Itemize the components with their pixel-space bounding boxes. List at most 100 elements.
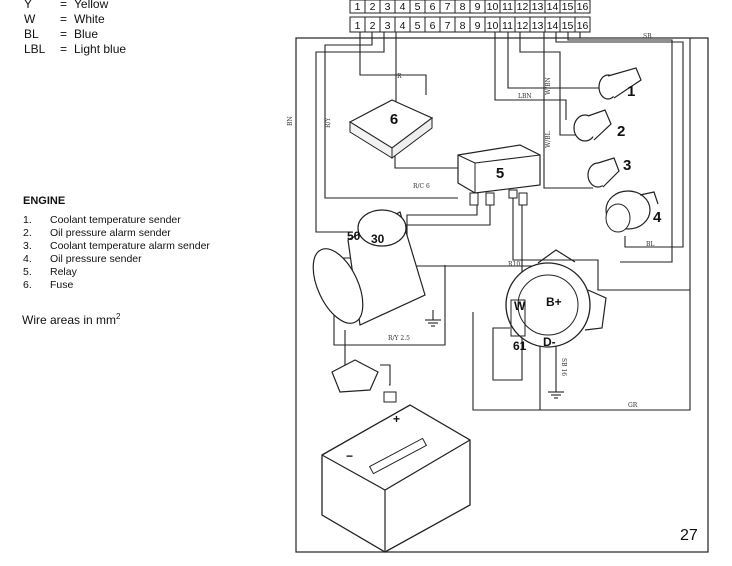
wire-code-ry: R/Y <box>325 116 332 128</box>
ground-symbol-starter <box>425 310 441 327</box>
wire-r <box>359 32 427 95</box>
alternator-terminal-bplus: B+ <box>546 295 562 309</box>
terminal-label: 5 <box>415 1 421 13</box>
terminal-label: 13 <box>532 20 544 32</box>
terminal-label: 1 <box>355 20 361 32</box>
terminal-label: 15 <box>562 1 574 13</box>
terminal-label: 15 <box>562 20 574 32</box>
terminal-label: 14 <box>547 20 559 32</box>
sender-number: 1 <box>627 83 635 100</box>
fuse-number: 6 <box>390 111 398 128</box>
wire-fuse-relay <box>394 150 458 169</box>
list-item: 6.Fuse <box>23 279 74 291</box>
terminal-label: 4 <box>400 20 406 32</box>
wire-ry <box>324 32 458 199</box>
terminal-label: 13 <box>532 1 544 13</box>
wire-battery-plus <box>380 364 391 386</box>
wire-ground <box>472 312 540 411</box>
wire-bn <box>315 32 385 233</box>
alternator-terminal-dminus: D- <box>543 335 556 349</box>
starter-terminal-30: 30 <box>371 232 385 246</box>
wire-codes: BN R/Y R LBN W/BN W/BL SB R/C 6 R10 R/Y … <box>287 33 654 409</box>
sender-number: 2 <box>617 123 625 140</box>
terminal-label: 10 <box>487 1 499 13</box>
terminal-label: 3 <box>385 20 391 32</box>
terminal-label: 6 <box>430 1 436 13</box>
wire-sb <box>555 32 684 248</box>
sender-3: 3 <box>587 157 631 188</box>
terminal-label: 14 <box>547 1 559 13</box>
wire-wbl <box>519 32 582 136</box>
list-item: 4.Oil pressure sender <box>23 253 142 265</box>
terminal-label: 9 <box>475 1 481 13</box>
starter-motor: 50 30 <box>312 209 426 326</box>
relay: 5 <box>457 144 541 206</box>
wire-code-bn: BN <box>287 116 294 126</box>
legend-row: W=White <box>24 12 105 26</box>
terminal-label: 7 <box>445 1 451 13</box>
terminal-label: 11 <box>502 20 513 32</box>
terminal-cell <box>574 0 591 14</box>
starter-terminal-50: 50 <box>347 229 361 243</box>
terminal-label: 11 <box>502 1 513 13</box>
wire-code-lbn: LBN <box>518 93 532 100</box>
battery: + − <box>321 404 471 553</box>
terminal-label: 8 <box>460 1 466 13</box>
wire-code-r10: R10 <box>508 261 520 268</box>
terminal-label: 6 <box>430 20 436 32</box>
ground-symbol-alternator <box>548 380 564 399</box>
wire-wbn <box>507 32 601 89</box>
alternator: W B+ D- 61 <box>505 249 607 353</box>
terminal-label: 4 <box>400 1 406 13</box>
fuse: 6 <box>348 99 434 159</box>
terminal-label: 1 <box>355 1 361 13</box>
diagram-frame <box>295 37 709 553</box>
list-item: 5.Relay <box>23 266 77 278</box>
legend-row: BL=Blue <box>24 27 99 41</box>
sender-number: 3 <box>623 157 631 174</box>
sender-4: 4 <box>605 190 662 233</box>
wire-code-sb16: SB 16 <box>560 358 567 376</box>
wire-rc6 <box>406 205 478 240</box>
battery-minus-terminal: − <box>346 449 353 463</box>
terminal-label: 12 <box>517 1 529 13</box>
wire-code-bl: BL <box>646 241 654 248</box>
terminal-label: 10 <box>487 20 499 32</box>
sender-2: 2 <box>573 109 625 142</box>
legend-row: Y=Yellow <box>24 0 109 11</box>
list-item: 1.Coolant temperature sender <box>23 214 181 226</box>
wire-code-gr: GR <box>628 402 638 409</box>
sender-number: 4 <box>653 209 662 226</box>
terminal-label: 2 <box>370 20 376 32</box>
terminal-label: 12 <box>517 20 529 32</box>
terminal-label: 7 <box>445 20 451 32</box>
terminal-label: 3 <box>385 1 391 13</box>
wire-area-note: Wire areas in mm2 <box>22 312 121 327</box>
sender-1: 1 <box>598 67 642 100</box>
list-item: 3.Coolant temperature alarm sender <box>23 240 210 252</box>
wire-r10 <box>394 205 555 267</box>
wire-code-wbn: W/BN <box>545 77 552 95</box>
wire-starter-battery <box>344 330 348 366</box>
wire-code-wbl: W/BL <box>545 131 552 148</box>
wire-relay-right <box>512 195 690 291</box>
wire-bl <box>567 32 673 263</box>
terminal-label: 5 <box>415 20 421 32</box>
terminal-label: 16 <box>577 20 589 32</box>
wire-sender3 <box>543 32 593 189</box>
alternator-terminal-w: W <box>514 299 526 313</box>
legend-row: LBL=Light blue <box>24 42 127 56</box>
wire-code-rc6: R/C 6 <box>413 183 430 190</box>
terminal-label: 2 <box>370 1 376 13</box>
alternator-terminal-61: 61 <box>513 339 527 353</box>
wire-gr <box>539 32 691 411</box>
battery-plus-terminal: + <box>393 412 400 426</box>
relay-number: 5 <box>496 165 504 182</box>
battery-clamp <box>331 359 397 403</box>
wire-lbn <box>494 32 567 120</box>
list-item: 2.Oil pressure alarm sender <box>23 227 171 239</box>
